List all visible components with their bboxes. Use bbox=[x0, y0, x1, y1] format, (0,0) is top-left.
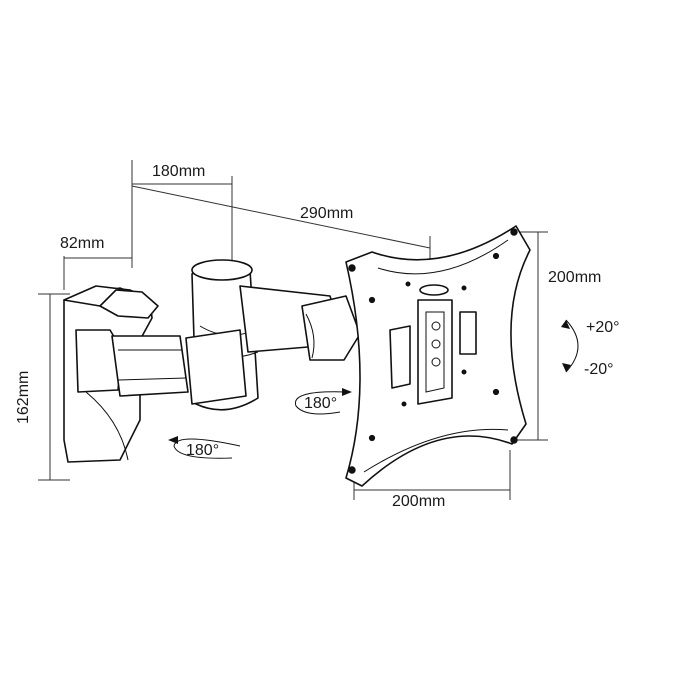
tv-mounting-plate bbox=[345, 225, 531, 487]
wall-height-label: 162mm bbox=[15, 371, 32, 424]
wall-swivel-label: 180° bbox=[186, 442, 219, 459]
wall-depth-label: 82mm bbox=[60, 235, 104, 252]
tilt-up-label: +20° bbox=[586, 319, 620, 336]
tilt-down-label: -20° bbox=[584, 361, 614, 378]
first-arm bbox=[111, 335, 189, 397]
plate-width-label: 200mm bbox=[392, 493, 445, 510]
second-arm bbox=[239, 285, 361, 361]
rotation-arrows bbox=[168, 319, 579, 459]
plate-swivel-label: 180° bbox=[304, 395, 337, 412]
first-arm-length-label: 180mm bbox=[152, 163, 205, 180]
wall-bracket bbox=[63, 285, 161, 463]
total-arm-length-label: 290mm bbox=[300, 205, 353, 222]
plate-height-label: 200mm bbox=[548, 269, 601, 286]
